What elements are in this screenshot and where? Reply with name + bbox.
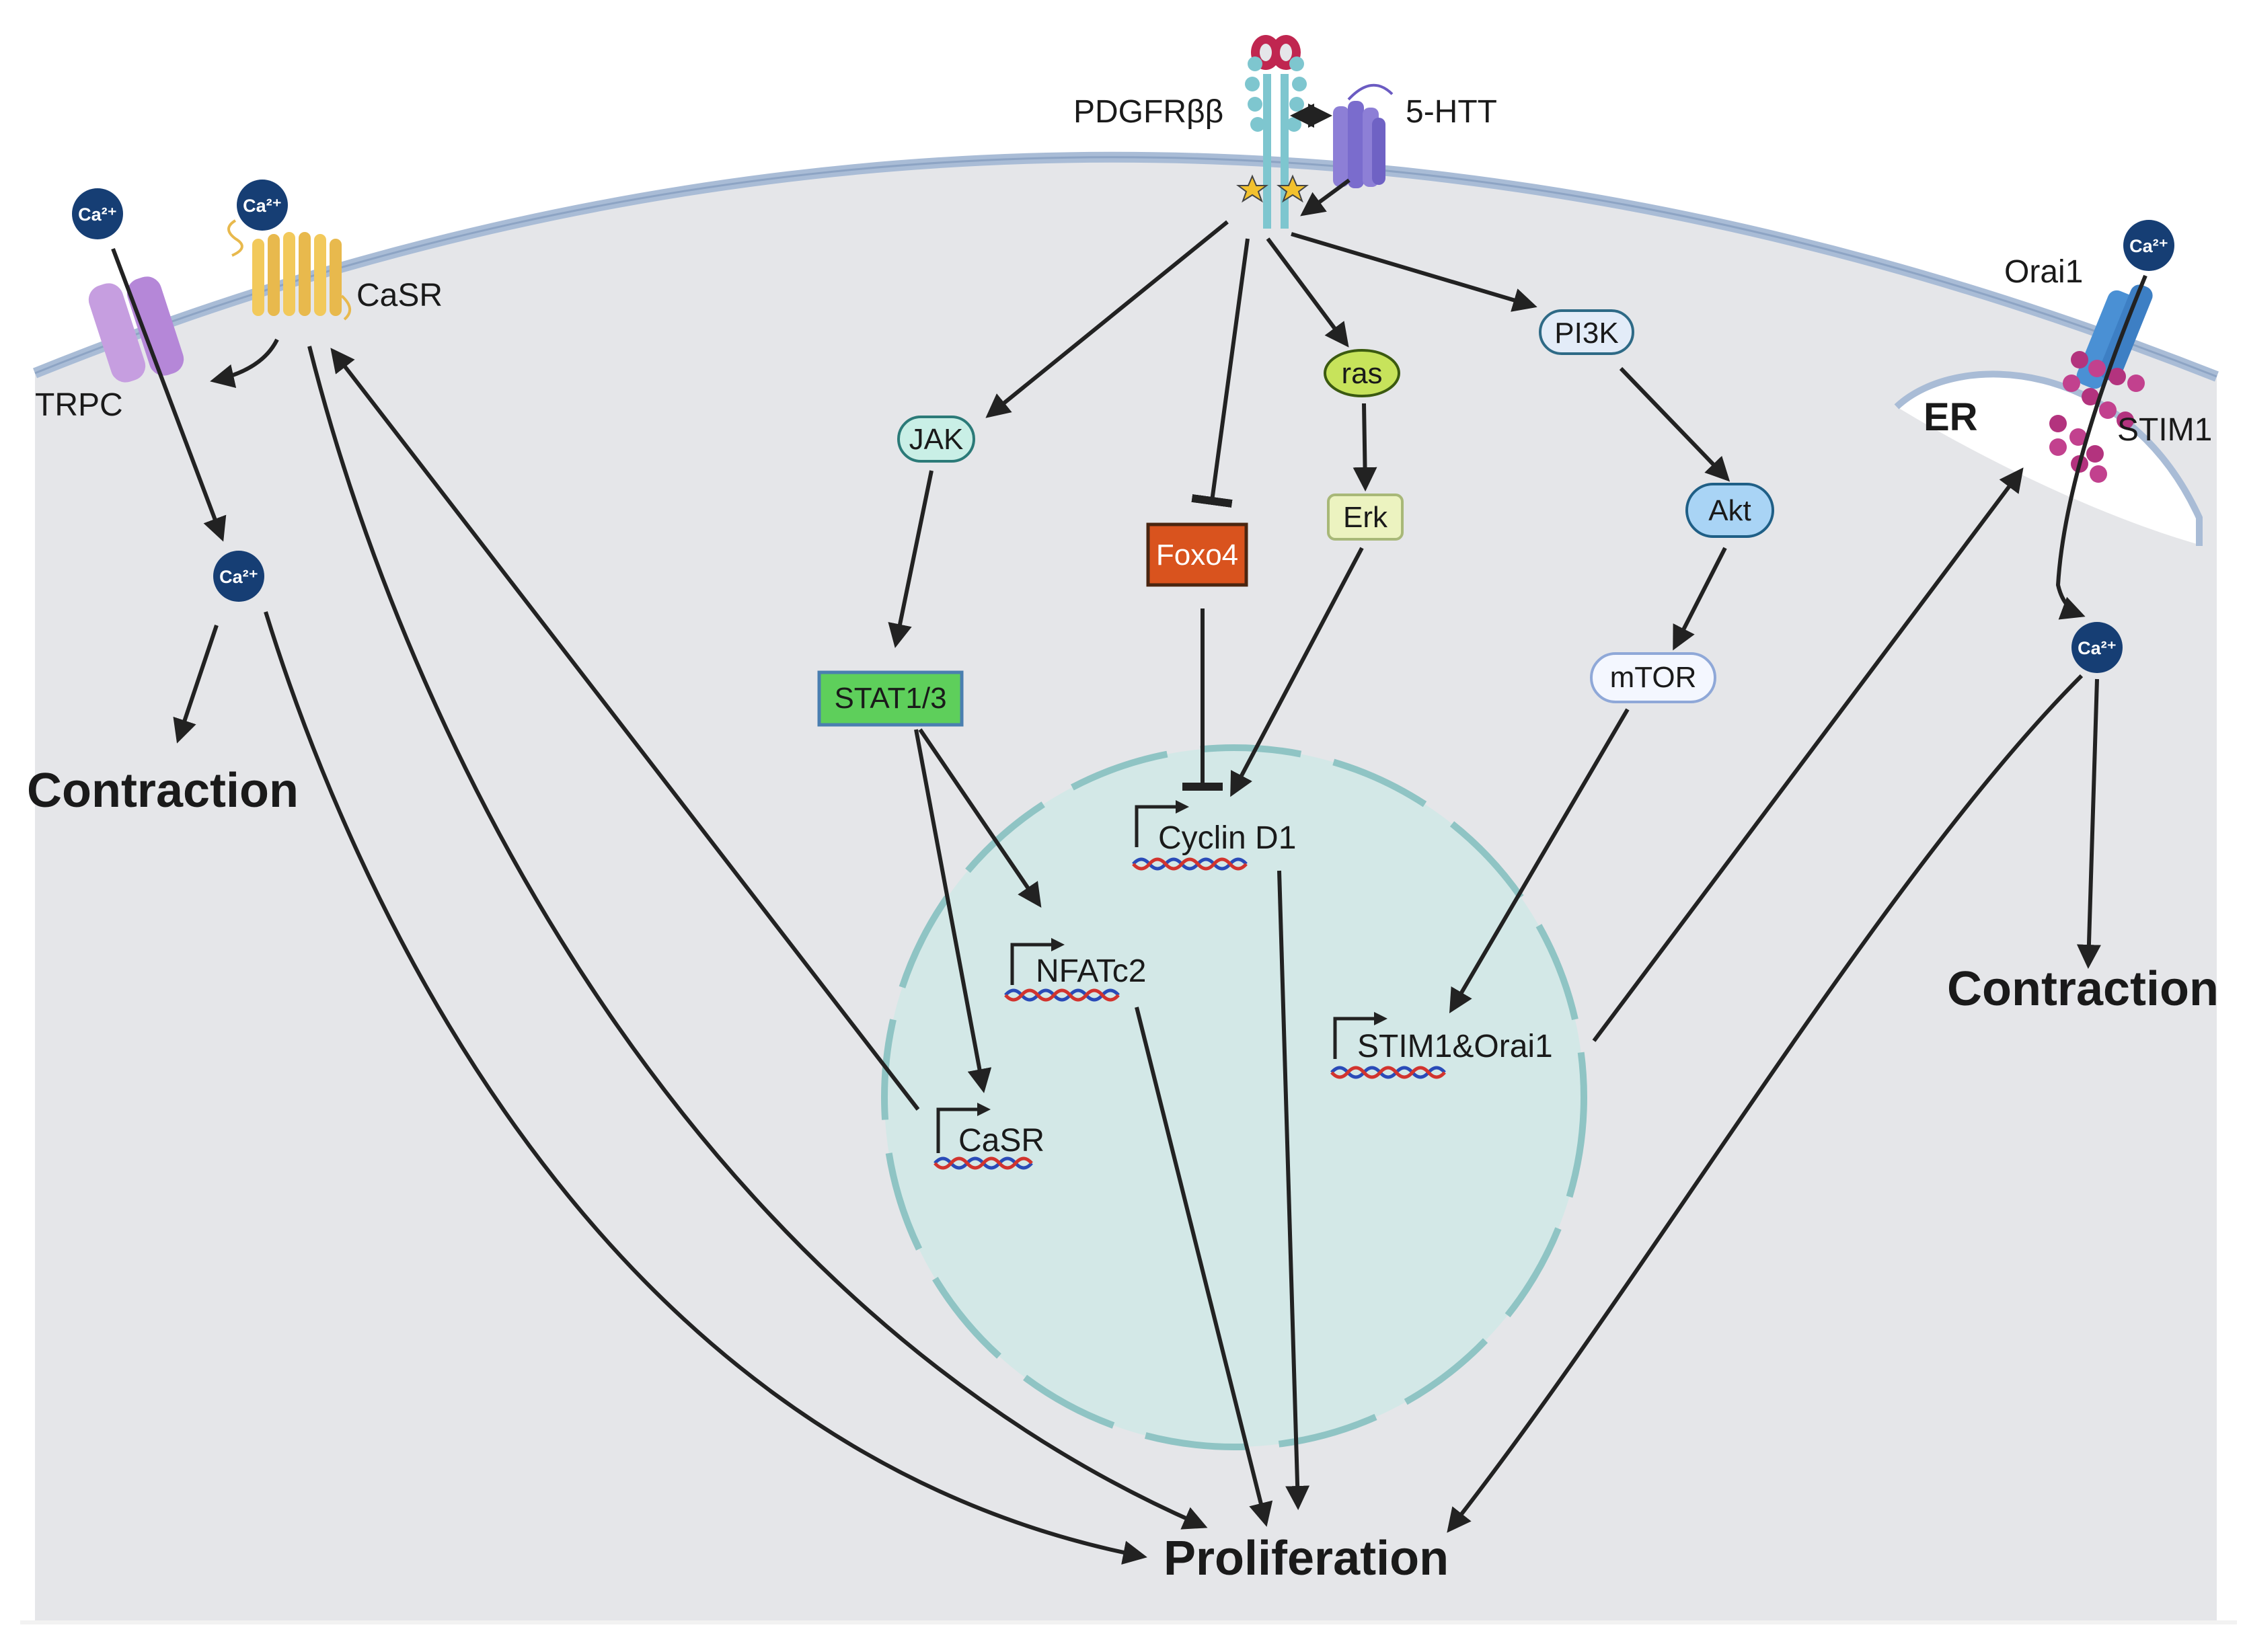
mtor-node: mTOR — [1590, 652, 1716, 703]
phospho-star-icon — [1277, 174, 1309, 203]
casr-membrane-label: CaSR — [356, 278, 443, 313]
dna-icon — [1330, 1066, 1446, 1079]
dna-icon — [1004, 988, 1120, 1002]
phospho-star-icon — [1236, 174, 1268, 203]
foxo4-node: Foxo4 — [1146, 522, 1248, 587]
pdgfr-receptor-icon — [1236, 35, 1309, 229]
erk-node: Erk — [1327, 494, 1404, 541]
svg-text:STAT1/3: STAT1/3 — [834, 682, 946, 715]
er-label: ER — [1924, 395, 1978, 439]
svg-text:Ca²⁺: Ca²⁺ — [243, 196, 282, 216]
svg-text:NFATc2: NFATc2 — [1036, 953, 1146, 989]
nucleus — [881, 744, 1587, 1450]
5-htt-label: 5-HTT — [1406, 94, 1497, 130]
contraction-left-label: Contraction — [27, 764, 299, 818]
5-htt-transporter-icon — [1333, 83, 1394, 188]
svg-text:ras: ras — [1341, 357, 1382, 390]
svg-text:Ca²⁺: Ca²⁺ — [78, 204, 117, 225]
svg-text:mTOR: mTOR — [1610, 661, 1697, 694]
svg-text:Ca²⁺: Ca²⁺ — [219, 567, 258, 587]
svg-text:PI3K: PI3K — [1554, 317, 1618, 350]
svg-text:Ca²⁺: Ca²⁺ — [2078, 638, 2117, 658]
trpc-label: TRPC — [35, 387, 123, 423]
casr-receptor-icon — [227, 219, 351, 321]
svg-text:Cyclin D1: Cyclin D1 — [1158, 820, 1296, 856]
svg-text:STIM1&Orai1: STIM1&Orai1 — [1357, 1029, 1553, 1064]
pi3k-node: PI3K — [1539, 309, 1634, 355]
stat-node: STAT1/3 — [817, 670, 964, 727]
contraction-right-label: Contraction — [1947, 962, 2219, 1016]
svg-text:JAK: JAK — [909, 423, 964, 456]
trpc-channel-icon — [88, 276, 184, 383]
endoplasmic-reticulum — [1897, 375, 2199, 545]
svg-text:CaSR: CaSR — [958, 1123, 1044, 1158]
gene-nfatc2: NFATc2 — [1004, 938, 1146, 1002]
jak-node: JAK — [897, 416, 975, 463]
stim1-label: STIM1 — [2117, 412, 2212, 448]
calcium-ion-icon: Ca²⁺ — [237, 180, 288, 231]
svg-text:Foxo4: Foxo4 — [1156, 539, 1238, 572]
gene-stim1-orai1: STIM1&Orai1 — [1330, 1012, 1553, 1079]
proliferation-label: Proliferation — [1164, 1532, 1449, 1585]
calcium-ion-icon: Ca²⁺ — [213, 551, 264, 602]
svg-text:Akt: Akt — [1708, 494, 1751, 527]
svg-text:Erk: Erk — [1343, 501, 1388, 534]
calcium-ion-icon: Ca²⁺ — [2071, 622, 2123, 673]
stim1-protein-icon — [2049, 351, 2145, 483]
gene-cyclin-d1: Cyclin D1 — [1132, 800, 1296, 871]
svg-text:Ca²⁺: Ca²⁺ — [2129, 236, 2168, 256]
calcium-ion-icon: Ca²⁺ — [2123, 220, 2174, 271]
dna-icon — [1132, 857, 1248, 871]
akt-node: Akt — [1685, 483, 1774, 538]
ras-node: ras — [1324, 349, 1400, 397]
gene-casr: CaSR — [934, 1103, 1044, 1170]
pdgfr-label: PDGFRββ — [1073, 94, 1223, 130]
calcium-ion-icon: Ca²⁺ — [72, 188, 123, 239]
orai1-label: Orai1 — [2004, 254, 2083, 290]
